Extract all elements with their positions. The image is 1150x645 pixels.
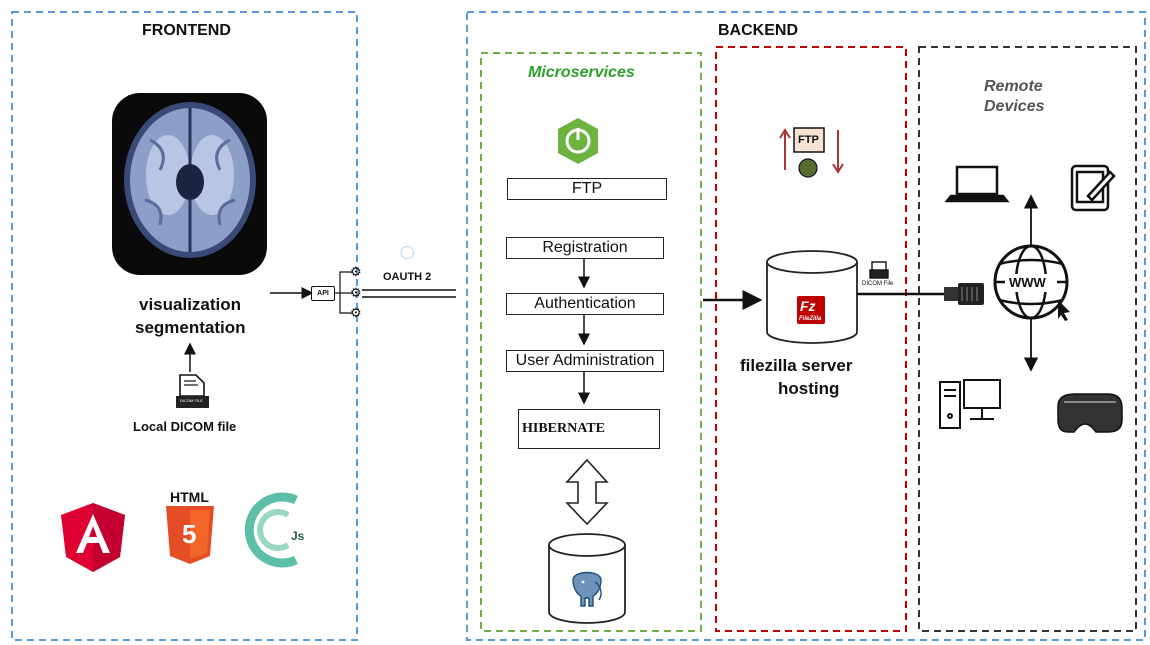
- filezilla-container: [715, 46, 907, 632]
- microservices-container: [480, 52, 702, 632]
- postgres-database: [548, 533, 626, 624]
- registration-box: Registration: [506, 237, 664, 259]
- oauth-label: OAUTH 2: [383, 271, 432, 283]
- user-administration-box: User Administration: [506, 350, 664, 372]
- oauth-lock-icon: ◯: [400, 244, 415, 259]
- desktop-computer-icon: [939, 379, 1001, 429]
- gear-icon: ⚙: [350, 285, 362, 300]
- spring-boot-logo: [558, 118, 598, 164]
- html5-logo-text: HTML: [170, 489, 209, 505]
- html5-logo-number: 5: [182, 519, 197, 549]
- ethernet-cable-icon: [944, 283, 984, 305]
- microservices-title: Microservices: [528, 64, 635, 81]
- mri-brain-image: [112, 93, 267, 275]
- filezilla-logo-text: Fz: [800, 298, 816, 314]
- js-logo-text: Js: [291, 529, 305, 543]
- backend-container: [466, 11, 1146, 641]
- ftp-transfer-icon: [779, 127, 844, 178]
- segmentation-label: segmentation: [135, 318, 246, 337]
- cornerstone-js-logo: [244, 492, 298, 568]
- gear-icon: ⚙: [350, 305, 362, 320]
- postgresql-icon: [572, 571, 602, 607]
- remote-devices-label-1: Remote: [984, 78, 1043, 95]
- filezilla-server-label-1: filezilla server: [740, 356, 853, 375]
- api-connector: [334, 271, 352, 314]
- api-label: API: [317, 290, 329, 297]
- laptop-icon: [944, 165, 1010, 203]
- frontend-title: FRONTEND: [142, 22, 231, 39]
- remote-devices-container: [918, 46, 1137, 632]
- html5-logo: [166, 506, 214, 564]
- vr-headset-icon: [1057, 393, 1123, 433]
- remote-devices-label-2: Devices: [984, 98, 1045, 115]
- ftp-icon-text: FTP: [798, 134, 819, 146]
- gear-icon: ⚙: [350, 264, 362, 279]
- filezilla-brand: FileZilla: [799, 316, 822, 322]
- dicom-file-small-icon: [869, 261, 889, 279]
- angular-logo: [61, 503, 125, 572]
- hibernate-box: [518, 409, 660, 449]
- ftp-service-box: FTP: [507, 178, 667, 200]
- filezilla-server-label-2: hosting: [778, 379, 840, 398]
- tablet-icon: [1070, 164, 1116, 212]
- local-dicom-document-icon: [176, 374, 209, 408]
- www-label: WWW: [1009, 275, 1046, 290]
- local-dicom-doc-caption: DICOM FILE: [180, 398, 203, 403]
- hibernate-db-arrow: [565, 458, 609, 526]
- frontend-container: [11, 11, 358, 641]
- local-dicom-label: Local DICOM file: [133, 419, 237, 434]
- filezilla-logo: [797, 296, 825, 324]
- backend-title: BACKEND: [718, 22, 798, 39]
- visualization-label: visualization: [139, 295, 242, 314]
- dicom-file-small-label: DICOM File: [862, 281, 894, 287]
- api-box: API: [311, 286, 335, 301]
- authentication-box: Authentication: [506, 293, 664, 315]
- hibernate-label: HIBERNATE: [522, 421, 605, 436]
